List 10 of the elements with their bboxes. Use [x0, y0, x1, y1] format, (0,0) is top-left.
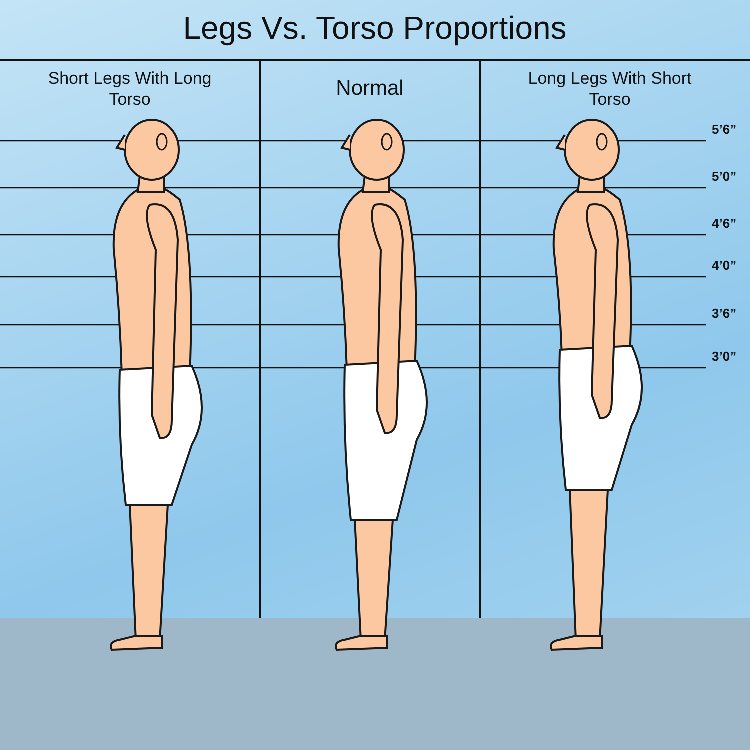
- height-label: 3’0”: [712, 349, 737, 364]
- column-heading: Short Legs With Long Torso: [47, 68, 213, 110]
- height-label: 5’0”: [712, 169, 737, 184]
- height-label: 4’6”: [712, 216, 737, 231]
- height-label: 5’6”: [712, 122, 737, 137]
- column-heading: Long Legs With Short Torso: [527, 68, 693, 110]
- column-heading: Normal: [335, 78, 405, 99]
- title: Legs Vs. Torso Proportions: [182, 10, 568, 47]
- height-label: 4’0”: [712, 258, 737, 273]
- height-label: 3’6”: [712, 306, 737, 321]
